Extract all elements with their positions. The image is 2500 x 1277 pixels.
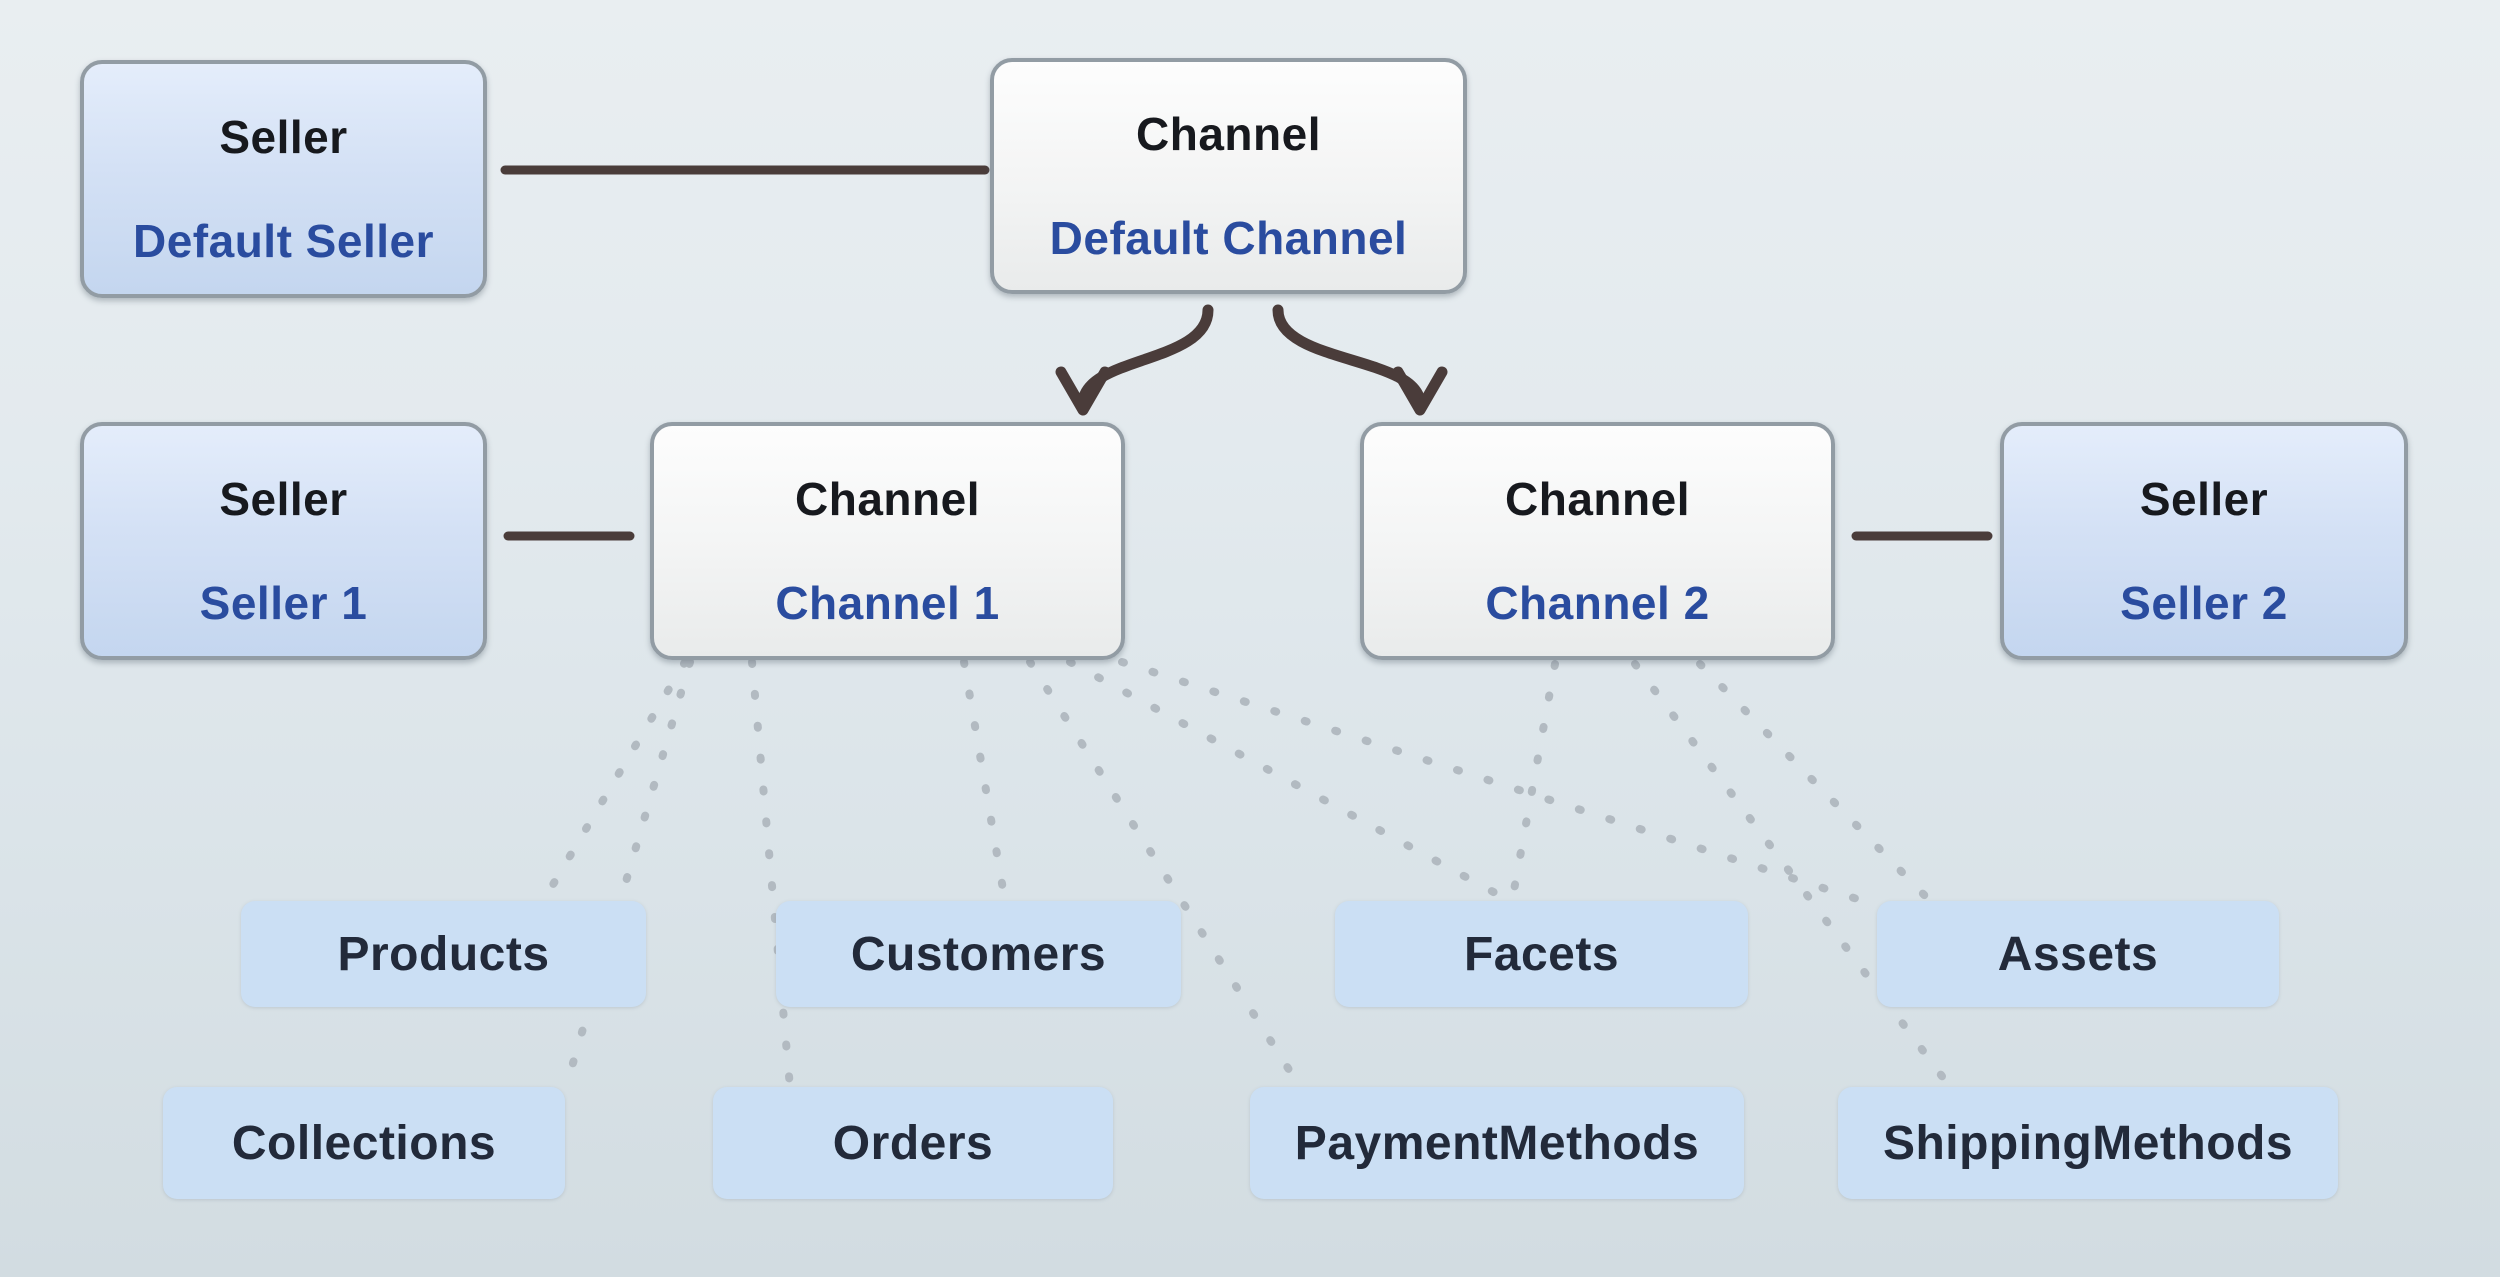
dotted-link-channel-1-assets	[1118, 658, 1886, 911]
node-title: Channel	[1136, 108, 1321, 160]
entity-customers: Customers	[776, 901, 1181, 1007]
node-name: Channel 1	[775, 577, 1000, 629]
dotted-link-channel-2-assets	[1696, 660, 1934, 905]
entity-label: Products	[337, 927, 550, 981]
dotted-link-channel-1-collections	[562, 658, 694, 1091]
entity-payment-methods: PaymentMethods	[1250, 1087, 1744, 1199]
node-name: Default Channel	[1049, 212, 1408, 264]
entity-label: PaymentMethods	[1294, 1116, 1700, 1170]
node-title: Channel	[1505, 473, 1690, 525]
entity-products: Products	[241, 901, 646, 1007]
entity-label: Orders	[832, 1116, 994, 1170]
node-title: Seller	[219, 473, 348, 525]
node-name: Seller 1	[199, 577, 368, 629]
dotted-link-channel-1-products	[541, 658, 689, 902]
flow-arrow-default-channel-channel-2	[1272, 304, 1448, 416]
entity-label: Collections	[231, 1116, 497, 1170]
dotted-link-channel-1-facets	[1066, 658, 1514, 905]
entity-orders: Orders	[713, 1087, 1113, 1199]
dotted-link-channel-1-customers	[960, 658, 1009, 905]
node-name: Default Seller	[133, 215, 434, 267]
dotted-link-channel-2-facets	[1508, 660, 1559, 905]
dotted-link-channel-2-shipping-methods	[1631, 660, 1954, 1091]
entity-label: ShippingMethods	[1882, 1116, 2294, 1170]
flow-arrow-default-channel-channel-1	[1055, 304, 1214, 416]
node-title: Seller	[219, 111, 348, 163]
node-title: Channel	[795, 473, 980, 525]
dotted-link-channel-1-payment-methods	[1026, 658, 1304, 1091]
dotted-link-channel-1-orders	[748, 658, 794, 1091]
entity-assets: Assets	[1877, 901, 2279, 1007]
entity-label: Assets	[1997, 927, 2159, 981]
entity-shipping-methods: ShippingMethods	[1838, 1087, 2338, 1199]
node-name: Seller 2	[2120, 577, 2288, 629]
entity-facets: Facets	[1335, 901, 1748, 1007]
entity-label: Facets	[1463, 927, 1620, 981]
entity-collections: Collections	[163, 1087, 565, 1199]
node-name: Channel 2	[1485, 577, 1710, 629]
node-title: Seller	[2139, 473, 2269, 525]
entity-label: Customers	[850, 927, 1107, 981]
